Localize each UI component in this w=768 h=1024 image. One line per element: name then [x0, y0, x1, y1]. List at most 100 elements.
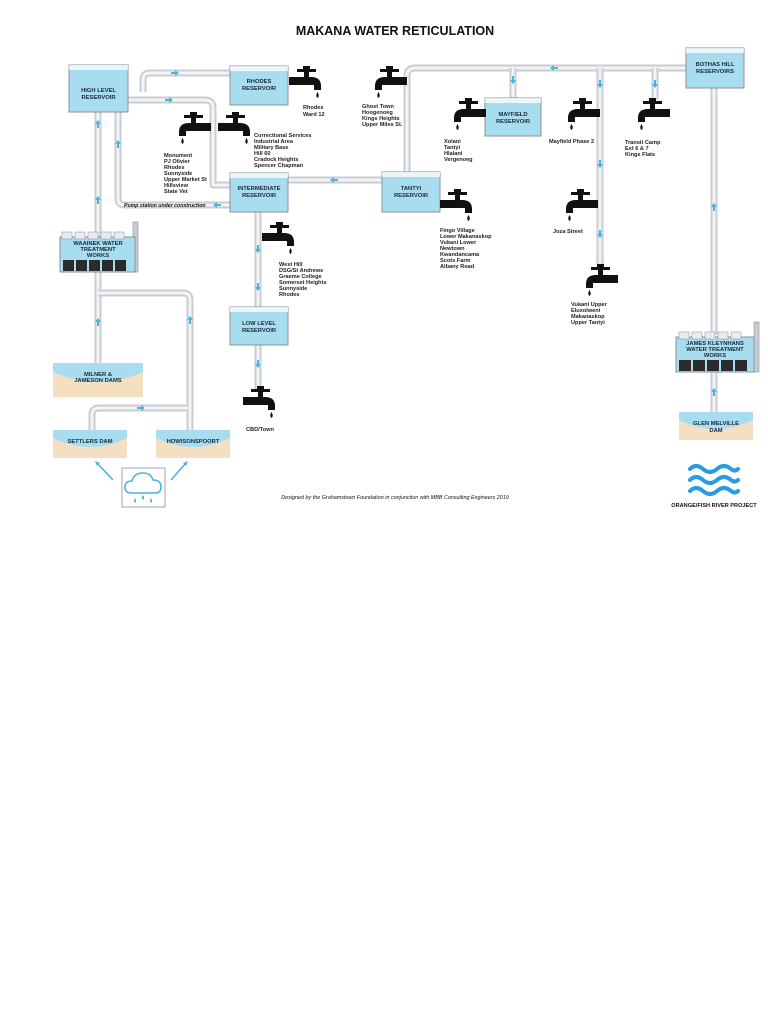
area-label-rhodes-ward: Rhodes Ward 12: [303, 105, 325, 118]
high-level-reservoir: HIGH LEVEL RESERVOIR: [68, 64, 129, 113]
low-level-reservoir: LOW LEVEL RESERVOIR: [229, 306, 289, 346]
svg-text:RESERVOIR: RESERVOIR: [496, 119, 531, 125]
svg-text:Fingo Village: Fingo Village: [440, 228, 475, 234]
svg-text:Xolani: Xolani: [444, 139, 461, 145]
svg-text:Monument: Monument: [164, 153, 192, 159]
svg-text:TANTYI: TANTYI: [401, 186, 422, 192]
area-label-xolani: Xolani Tantyi Hlalani Vergenoeg: [444, 139, 473, 163]
svg-text:Ward 12: Ward 12: [303, 112, 325, 118]
tap-icon: [218, 112, 250, 144]
svg-text:Spencer Chapman: Spencer Chapman: [254, 163, 304, 169]
tap-icon: [289, 66, 321, 98]
area-label-fingo: Fingo Village Lower Makanaskop Vukani Lo…: [440, 228, 492, 270]
svg-text:Vukani Upper: Vukani Upper: [571, 302, 608, 308]
howisonspoort-dam: HOWISONSPOORT: [156, 430, 230, 458]
area-label-cbd: CBD/Town: [246, 427, 274, 433]
area-label-transit-camp: Transit Camp Ext 6 & 7 Kings Flats: [625, 140, 661, 158]
svg-text:Hoogenoeg: Hoogenoeg: [362, 110, 393, 116]
svg-text:RESERVOIR: RESERVOIR: [242, 86, 277, 92]
svg-text:Hlalani: Hlalani: [444, 151, 463, 157]
svg-text:Sunnyside: Sunnyside: [164, 171, 192, 177]
tap-icon: [454, 98, 486, 130]
svg-text:Graeme College: Graeme College: [279, 274, 322, 280]
area-label-monument: Monument PJ Olivier Rhodes Sunnyside Upp…: [164, 153, 207, 195]
svg-text:Rhodes: Rhodes: [279, 292, 300, 298]
area-label-vukani-upper: Vukani Upper Eluxolweni Makanaskop Upper…: [571, 302, 608, 326]
svg-text:LOW LEVEL: LOW LEVEL: [242, 321, 276, 327]
svg-text:RESERVOIR: RESERVOIR: [81, 95, 116, 101]
svg-text:RESERVOIR: RESERVOIR: [242, 328, 277, 334]
svg-text:Transit Camp: Transit Camp: [625, 140, 661, 146]
svg-text:WAAINEK WATER: WAAINEK WATER: [73, 241, 123, 247]
svg-text:WORKS: WORKS: [87, 253, 109, 259]
svg-text:SETTLERS DAM: SETTLERS DAM: [67, 439, 112, 445]
tap-icon: [375, 66, 407, 98]
area-label-west-hill: West Hill DSG/St Andrews Graeme College …: [279, 262, 327, 298]
mayfield-reservoir: MAYFIELD RESERVOIR: [484, 97, 542, 137]
area-label-correctional: Correctional Services Industrial Area Mi…: [254, 133, 312, 169]
svg-text:Tantyi: Tantyi: [444, 145, 461, 151]
svg-text:Hillsview: Hillsview: [164, 183, 189, 189]
river-label: ORANGE/FISH RIVER PROJECT: [671, 503, 757, 509]
tap-icon: [586, 264, 618, 296]
svg-text:RHODES: RHODES: [247, 79, 272, 85]
svg-text:PJ Olivier: PJ Olivier: [164, 159, 191, 165]
svg-text:Rhodes: Rhodes: [303, 105, 324, 111]
svg-text:GLEN MELVILLE: GLEN MELVILLE: [693, 421, 739, 427]
pipe-network: [88, 64, 718, 430]
svg-text:JAMES KLEYNHANS: JAMES KLEYNHANS: [686, 341, 744, 347]
james-kleynhans-treatment-works: JAMES KLEYNHANS WATER TREATMENT WORKS: [675, 321, 760, 373]
svg-text:Correctional Services: Correctional Services: [254, 133, 312, 139]
svg-text:HOWISONSPOORT: HOWISONSPOORT: [167, 439, 220, 445]
svg-text:Ghost Town: Ghost Town: [362, 104, 394, 110]
svg-text:INTERMEDIATE: INTERMEDIATE: [237, 186, 280, 192]
area-label-ghost-town: Ghost Town Hoogenoeg Kings Heights Upper…: [362, 104, 403, 128]
svg-text:Newtown: Newtown: [440, 246, 465, 252]
svg-text:Upper Miles St.: Upper Miles St.: [362, 122, 403, 128]
svg-text:MILNER &: MILNER &: [84, 372, 112, 378]
tap-icon: [568, 98, 600, 130]
area-label-mayfield-phase: Mayfield Phase 2: [549, 139, 594, 145]
svg-text:Sunnyside: Sunnyside: [279, 286, 307, 292]
waainek-treatment-works: WAAINEK WATER TREATMENT WORKS: [59, 221, 139, 273]
svg-text:MAYFIELD: MAYFIELD: [498, 112, 527, 118]
svg-text:Ext 6 & 7: Ext 6 & 7: [625, 146, 649, 152]
river-waves-icon: [688, 464, 740, 496]
area-label-joza: Joza Street: [553, 229, 583, 235]
svg-text:Industrial Area: Industrial Area: [254, 139, 294, 145]
svg-text:Makanaskop: Makanaskop: [571, 314, 605, 320]
milner-jameson-dams: MILNER & JAMESON DAMS: [53, 363, 143, 397]
svg-text:WORKS: WORKS: [704, 353, 726, 359]
svg-text:BOTHAS HILL: BOTHAS HILL: [696, 62, 735, 68]
svg-text:DSG/St Andrews: DSG/St Andrews: [279, 268, 323, 274]
svg-text:Military Base: Military Base: [254, 145, 289, 151]
page-title: MAKANA WATER RETICULATION: [296, 24, 494, 38]
svg-text:Kings Flats: Kings Flats: [625, 152, 655, 158]
svg-text:WATER TREATMENT: WATER TREATMENT: [686, 347, 744, 353]
pump-station-note: Pump station under construction: [124, 203, 206, 209]
svg-text:JAMESON DAMS: JAMESON DAMS: [74, 378, 121, 384]
tantyi-reservoir: TANTYI RESERVOIR: [381, 171, 441, 213]
glen-melville-dam: GLEN MELVILLE DAM: [679, 412, 753, 440]
settlers-dam: SETTLERS DAM: [53, 430, 127, 458]
tap-icon: [566, 189, 598, 221]
svg-text:RESERVOIR: RESERVOIR: [242, 193, 277, 199]
svg-text:Vergenoeg: Vergenoeg: [444, 157, 473, 163]
rain-cloud-icon: [95, 461, 188, 508]
bothas-hill-reservoirs: BOTHAS HILL RESERVOIRS: [685, 47, 745, 89]
tap-icon: [179, 112, 211, 144]
svg-text:RESERVOIR: RESERVOIR: [394, 193, 429, 199]
svg-text:DAM: DAM: [709, 428, 722, 434]
svg-text:Cradock Heights: Cradock Heights: [254, 157, 298, 163]
svg-text:RESERVOIRS: RESERVOIRS: [696, 69, 734, 75]
svg-text:Lower Makanaskop: Lower Makanaskop: [440, 234, 492, 240]
svg-text:Vukani Lower: Vukani Lower: [440, 240, 477, 246]
svg-text:Albany Road: Albany Road: [440, 264, 475, 270]
svg-text:Hill 60: Hill 60: [254, 151, 270, 157]
svg-text:Eluxolweni: Eluxolweni: [571, 308, 601, 314]
credit-note: Designed by the Grahamstown Foundation i…: [281, 495, 508, 501]
tap-icon: [440, 189, 472, 221]
intermediate-reservoir: INTERMEDIATE RESERVOIR: [229, 172, 289, 213]
svg-text:Rhodes: Rhodes: [164, 165, 185, 171]
